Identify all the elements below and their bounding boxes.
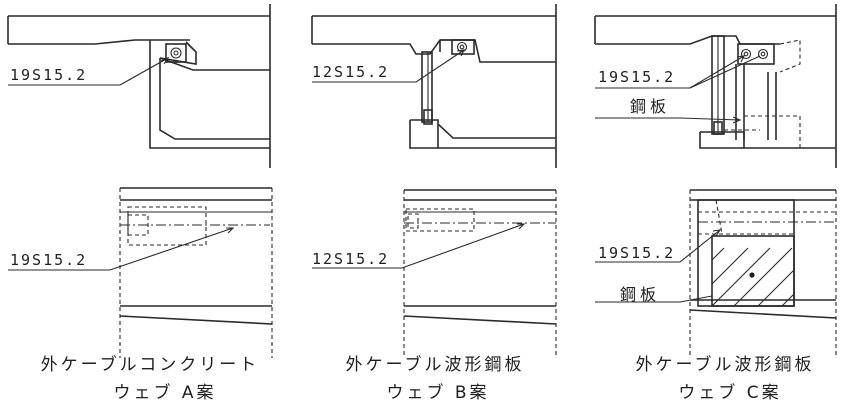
panel-b-cross-section: 12S15.2 [311,4,557,168]
panel-c-caption-line1: 外ケーブル波形鋼板 [636,354,815,375]
panel-c-cross-section-plate-label: 鋼板 [630,97,670,116]
panel-a-cross-section-label: 19S15.2 [10,66,87,84]
panel-a-plan-label: 19S15.2 [10,251,87,269]
panel-c-cross-section-label: 19S15.2 [598,68,675,86]
panel-b: 12S15.2 12S15.2 外ケーブル波形鋼板 ウェブ B案 [311,4,557,403]
panel-a-caption-line2: ウェブ A案 [113,382,216,403]
panel-b-plan-label: 12S15.2 [312,250,389,268]
panel-a: 19S15.2 19S15.2 外ケーブルコンクリート ウェブ A案 [7,4,273,403]
panel-a-cross-section: 19S15.2 [7,4,271,168]
panel-a-caption-line1: 外ケーブルコンクリート [41,354,260,375]
panel-c-plan-view: 19S15.2 鋼板 [595,189,837,358]
panel-c-plan-plate-label: 鋼板 [620,285,660,304]
panel-a-plan-view: 19S15.2 [8,187,273,358]
panel-b-plan-view: 12S15.2 [312,189,557,358]
panel-c-plan-label: 19S15.2 [598,244,675,262]
panel-c-caption-line2: ウェブ C案 [678,382,781,403]
panel-b-caption-line2: ウェブ B案 [386,382,489,403]
panel-c-cross-section: 19S15.2 鋼板 [594,4,837,168]
panel-b-cross-section-label: 12S15.2 [312,63,389,81]
panel-b-caption-line1: 外ケーブル波形鋼板 [346,354,525,375]
panel-c: 19S15.2 鋼板 19S15.2 鋼板 外ケーブル波形鋼板 ウェブ C案 [594,4,837,403]
